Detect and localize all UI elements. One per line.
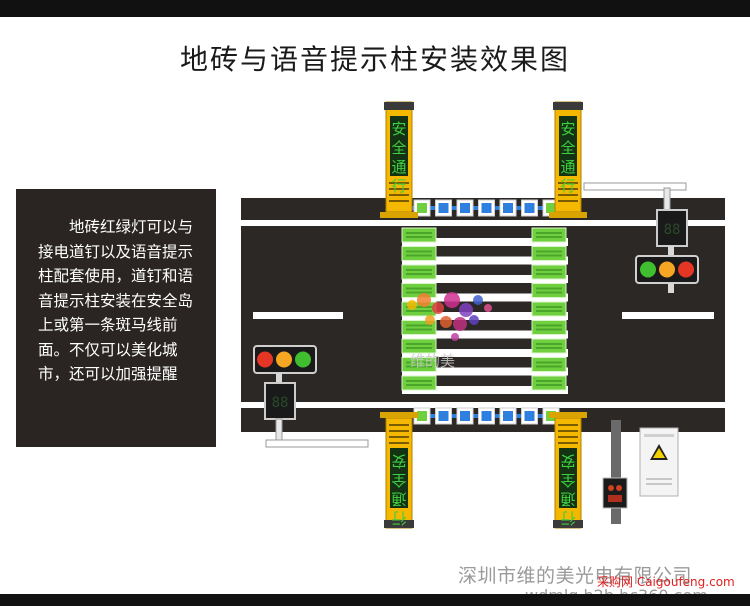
svg-text:88: 88	[272, 395, 289, 411]
svg-text:通: 通	[391, 490, 406, 508]
road-edge-line-bottom	[241, 402, 725, 408]
pedestrian-signal-pole	[602, 420, 628, 524]
tile-light	[401, 246, 437, 261]
svg-text:通: 通	[391, 158, 406, 176]
svg-text:行: 行	[560, 177, 575, 195]
green-light	[295, 351, 311, 368]
svg-text:全: 全	[560, 471, 575, 489]
tile-light	[401, 375, 437, 391]
tile-light	[531, 338, 567, 354]
zebra-stripe	[402, 275, 568, 283]
watermark-logo-text: 维的美	[410, 352, 455, 370]
traffic-light-left: 88	[253, 345, 369, 448]
amber-light	[659, 261, 675, 278]
zebra-stripe	[402, 293, 568, 302]
svg-text:安: 安	[560, 120, 575, 138]
amber-light	[276, 351, 292, 368]
tile-light	[531, 264, 567, 280]
bottom-border	[0, 594, 750, 606]
svg-text:全: 全	[391, 139, 406, 157]
zebra-crossing	[402, 238, 568, 394]
watermark-site-red: 采购网 Caigoufeng.com	[597, 575, 735, 589]
svg-text:全: 全	[391, 471, 406, 489]
svg-text:通: 通	[560, 490, 575, 508]
company-name: 深圳市维的美光电有限公司	[458, 565, 693, 587]
tile-light	[531, 301, 567, 317]
control-cabinet	[639, 427, 679, 497]
tile-light	[531, 283, 567, 298]
lane-marking-right	[622, 312, 714, 319]
zebra-stripe	[402, 256, 568, 265]
traffic-light-right: 88	[583, 182, 699, 293]
svg-text:88: 88	[664, 222, 681, 238]
lane-marking-left	[253, 312, 343, 319]
red-light	[257, 351, 273, 368]
top-border	[0, 0, 750, 17]
svg-text:全: 全	[560, 139, 575, 157]
green-light	[640, 261, 656, 278]
tile-light	[401, 227, 437, 243]
tile-light	[401, 357, 437, 372]
svg-text:安: 安	[391, 120, 406, 138]
svg-text:行: 行	[560, 509, 575, 527]
zebra-stripe	[402, 349, 568, 357]
tile-light	[401, 338, 437, 354]
tile-light	[401, 264, 437, 280]
svg-text:安: 安	[560, 452, 575, 470]
tile-light	[531, 227, 567, 243]
tile-light	[531, 320, 567, 335]
zebra-stripe	[402, 312, 568, 320]
zebra-stripe	[402, 238, 568, 246]
road-edge-line-top	[241, 220, 725, 226]
svg-text:通: 通	[560, 158, 575, 176]
svg-text:行: 行	[391, 509, 406, 527]
svg-text:安: 安	[391, 452, 406, 470]
description-box: 地砖红绿灯可以与接电道钉以及语音提示柱配套使用，道钉和语音提示柱安装在安全岛上或…	[16, 189, 216, 447]
zebra-stripe	[402, 367, 568, 376]
svg-text:行: 行	[391, 177, 406, 195]
watermark-logo: 维的美	[407, 292, 492, 370]
tile-light	[531, 357, 567, 372]
tile-light	[531, 375, 567, 391]
zebra-stripe	[402, 330, 568, 339]
red-light	[678, 261, 694, 278]
tile-light	[531, 246, 567, 261]
zebra-stripe	[402, 386, 568, 394]
page-title: 地砖与语音提示柱安装效果图	[179, 43, 570, 76]
